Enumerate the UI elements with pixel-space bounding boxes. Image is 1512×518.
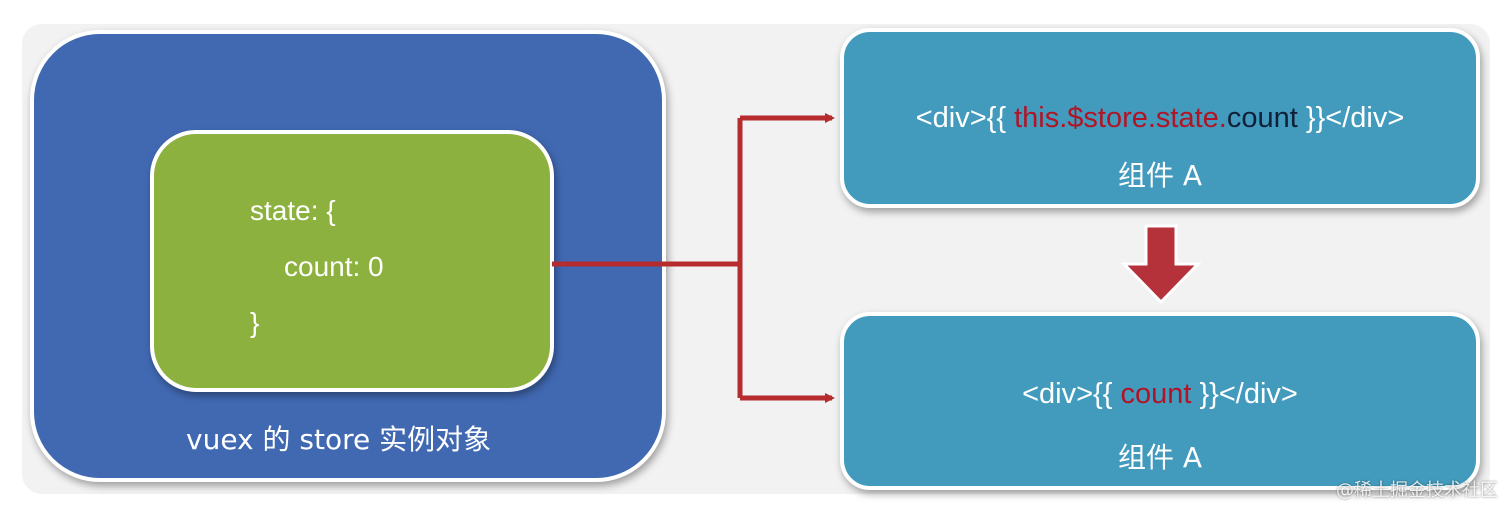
down-arrow-icon: [1120, 224, 1202, 305]
watermark: @稀土掘金技术社区: [1336, 480, 1498, 501]
state-line-close: }: [250, 307, 260, 338]
code-close: }}</div>: [1191, 378, 1298, 410]
state-line-open: state: {: [250, 195, 336, 226]
code-store-path: this.$store.state.: [1014, 102, 1227, 134]
code-open: <div>{{: [1022, 378, 1121, 410]
component-a-bottom-code: <div>{{ count }}</div>: [844, 378, 1476, 411]
code-open: <div>{{: [915, 102, 1015, 134]
code-count: count: [1226, 102, 1298, 134]
connector-store-to-components: [552, 118, 743, 398]
code-count: count: [1120, 378, 1192, 410]
component-a-bottom-name: 组件 A: [1117, 441, 1203, 474]
component-a-bottom: <div>{{ count }}</div> 组件 A: [840, 312, 1480, 490]
state-box: [150, 130, 554, 392]
code-close: }}</div>: [1297, 102, 1405, 134]
component-a-top: <div>{{ this.$store.state.count }}</div>…: [840, 28, 1480, 208]
component-a-top-code: <div>{{ this.$store.state.count }}</div>: [844, 102, 1476, 135]
state-line-count: count: 0: [284, 251, 384, 282]
store-label: vuex 的 store 实例对象: [186, 423, 492, 456]
component-a-top-name: 组件 A: [1117, 159, 1203, 192]
